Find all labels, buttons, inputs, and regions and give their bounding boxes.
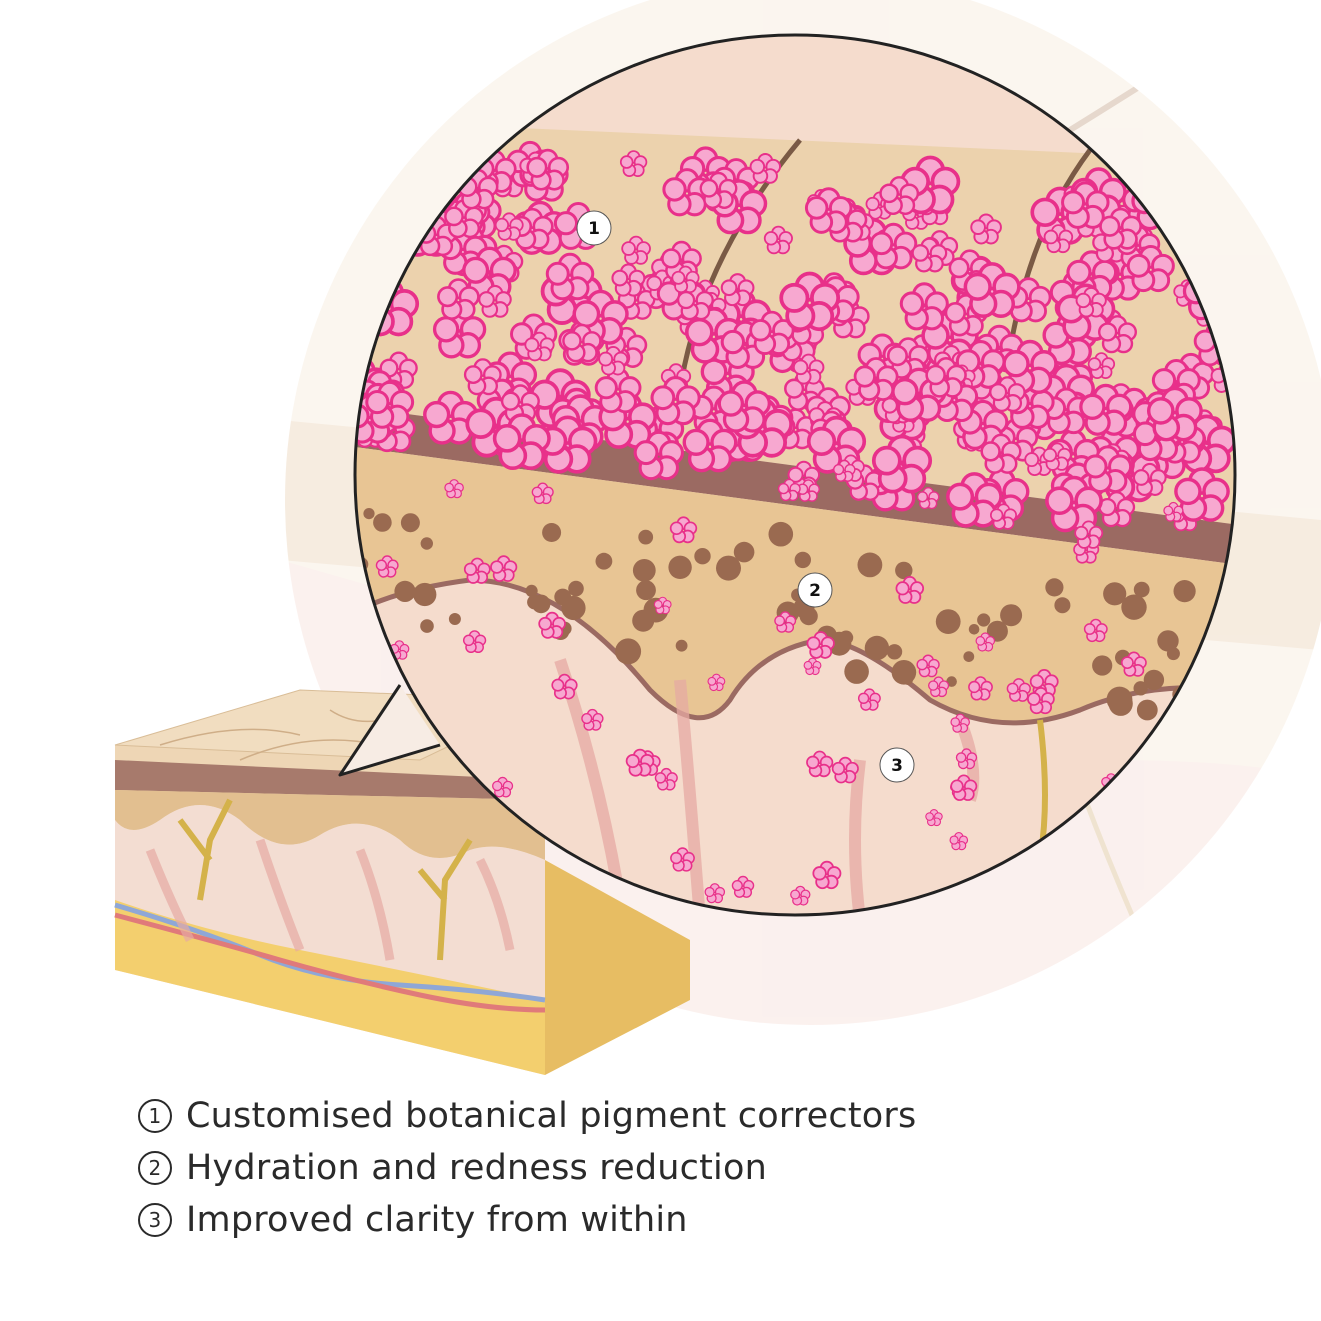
pigment-dot [394, 580, 416, 603]
pigment-dot [615, 638, 642, 665]
pigment-dot [935, 609, 961, 634]
pigment-dot [638, 529, 654, 545]
pigment-dot [632, 559, 656, 582]
pigment-dot [595, 552, 613, 570]
legend-item-2: 2 Hydration and redness reduction [138, 1142, 916, 1194]
legend-number: 2 [138, 1151, 172, 1185]
legend-number: 3 [138, 1203, 172, 1237]
legend-number: 1 [138, 1099, 172, 1133]
pigment-dot [794, 551, 811, 569]
legend-text: Improved clarity from within [186, 1200, 688, 1240]
pigment-layer [355, 445, 1235, 723]
pigment-dot [636, 580, 656, 601]
pigment-dot [733, 541, 755, 563]
marker-1: 1 [576, 210, 612, 246]
pigment-dot [1133, 581, 1150, 598]
pigment-dot [1106, 686, 1133, 713]
svg-text:3: 3 [891, 756, 903, 776]
legend-item-3: 3 Improved clarity from within [138, 1194, 916, 1246]
pigment-dot [1136, 699, 1158, 721]
pigment-dot [1054, 597, 1071, 614]
svg-text:2: 2 [809, 581, 821, 601]
pigment-dot [1143, 669, 1165, 691]
pigment-dot [891, 660, 917, 685]
pigment-dot [886, 644, 903, 660]
pigment-dot [1092, 655, 1113, 676]
pigment-dot [448, 613, 461, 625]
pigment-dot [864, 635, 890, 661]
pigment-dot [542, 523, 562, 542]
pigment-dot [525, 584, 538, 598]
pigment-dot [1045, 578, 1064, 597]
pigment-dot [1166, 647, 1180, 661]
pigment-dot [1103, 582, 1127, 606]
pigment-dot [977, 613, 991, 627]
svg-text:1: 1 [588, 219, 600, 239]
pigment-dot [1000, 604, 1023, 627]
marker-3: 3 [879, 747, 915, 783]
pigment-dot [844, 659, 869, 684]
legend-item-1: 1 Customised botanical pigment corrector… [138, 1090, 916, 1142]
pigment-dot [675, 639, 688, 652]
flower-particle [355, 136, 398, 187]
legend-text: Customised botanical pigment correctors [186, 1096, 917, 1136]
zoom-circle [353, 33, 1237, 917]
pigment-dot [413, 582, 437, 607]
pigment-dot [668, 555, 692, 579]
callout-pointer [338, 684, 441, 777]
pigment-dot [1157, 630, 1179, 652]
pigment-dot [527, 594, 542, 610]
pigment-dot [420, 537, 433, 550]
pigment-dot [373, 513, 392, 532]
pigment-dot [568, 580, 584, 597]
legend: 1 Customised botanical pigment corrector… [138, 1090, 916, 1246]
flower-particle [355, 136, 392, 187]
pigment-dot [1133, 681, 1148, 696]
pigment-dot [968, 624, 980, 635]
pigment-dot [1173, 580, 1196, 603]
pigment-dot [839, 630, 854, 645]
pigment-dot [716, 555, 741, 581]
pigment-dot [1121, 594, 1147, 620]
legend-text: Hydration and redness reduction [186, 1148, 767, 1188]
pigment-dot [420, 619, 434, 633]
marker-2: 2 [797, 572, 833, 608]
pigment-dot [400, 513, 420, 533]
pigment-dot [554, 588, 572, 606]
pigment-dot [694, 548, 711, 565]
pigment-dot [768, 521, 794, 547]
pigment-dot [857, 552, 883, 578]
pigment-dot [963, 651, 975, 662]
pigment-dot [895, 561, 913, 580]
pigment-dot [363, 507, 375, 520]
pigment-dot [799, 607, 818, 626]
